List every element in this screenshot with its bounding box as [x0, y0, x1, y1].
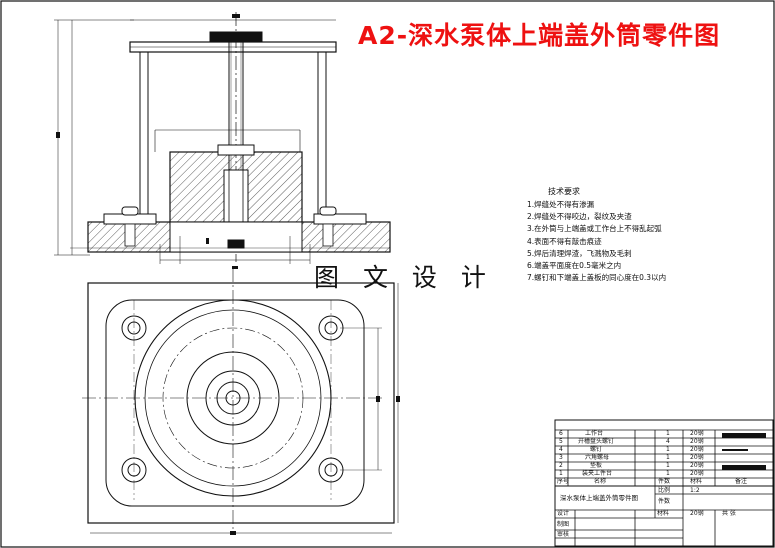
sheet-label: 共 张 — [722, 510, 736, 517]
drawing-name: 深水泵体上端盖外筒零件图 — [560, 494, 638, 502]
pieces-label: 件数 — [658, 498, 671, 505]
part-material: 20钢 — [690, 462, 704, 469]
tech-requirement-item: 7.螺钉和下端盖上盖板的同心度在0.3以内 — [527, 273, 667, 283]
part-no: 3 — [559, 454, 563, 461]
material-label: 材料 — [657, 510, 670, 517]
part-qty: 4 — [666, 438, 670, 445]
part-qty: 1 — [666, 430, 670, 437]
tech-requirement-item: 2.焊缝处不得咬边，裂纹及夹渣 — [527, 212, 632, 222]
tech-requirement-item: 3.在外筒与上端盖或工作台上不得乱起弧 — [527, 224, 662, 234]
hex-nut — [217, 144, 255, 156]
part-no: 6 — [559, 430, 563, 437]
part-material: 20钢 — [690, 446, 704, 453]
part-name: 六角螺母 — [585, 454, 610, 461]
material-value: 20钢 — [690, 510, 704, 517]
tech-requirement-item: 5.焊后清理焊渣，飞溅物及毛刺 — [527, 248, 632, 258]
part-no: 5 — [559, 438, 563, 445]
header-no: 序号 — [557, 478, 570, 485]
top-knob — [209, 31, 263, 43]
watermark-text: 图 文 设 计 — [314, 263, 494, 292]
header-qty: 件数 — [658, 478, 671, 485]
tech-requirement-item: 6.端盖平面度在0.5毫米之内 — [527, 261, 622, 271]
top-view — [82, 268, 400, 535]
drawer-label: 制图 — [557, 521, 570, 528]
scale-value: 1:2 — [690, 487, 700, 494]
part-qty: 1 — [666, 470, 670, 477]
part-name: 开槽盘头螺钉 — [578, 438, 615, 445]
drawing-title: A2-深水泵体上端盖外筒零件图 — [358, 21, 721, 50]
tech-requirement-item: 4.表面不得有敲击痕迹 — [527, 236, 602, 246]
part-name: 工作台 — [585, 430, 604, 437]
part-qty: 1 — [666, 446, 670, 453]
tech-requirement-item: 1.焊缝处不得有渗漏 — [527, 200, 595, 209]
title-block-fills — [722, 433, 766, 470]
part-material: 20钢 — [690, 454, 704, 461]
header-material: 材料 — [690, 478, 703, 485]
tech-requirements-heading: 技术要求 — [548, 187, 580, 196]
part-name: 垫板 — [590, 462, 603, 469]
front-section-view — [54, 12, 391, 269]
part-name: 螺钉 — [590, 446, 603, 453]
pan-head-screw-left — [121, 206, 139, 216]
tech-requirements-list: 1.焊缝处不得有渗漏 2.焊缝处不得咬边，裂纹及夹渣 3.在外筒与上端盖或工作台… — [527, 199, 666, 284]
header-remark: 备注 — [735, 478, 748, 485]
base-plate-outline — [87, 282, 395, 524]
part-qty: 1 — [666, 462, 670, 469]
part-material: 20钢 — [690, 430, 704, 437]
part-material: 20钢 — [690, 470, 704, 477]
part-no: 2 — [559, 462, 563, 469]
checker-label: 审核 — [557, 531, 570, 538]
part-name: 装夹工件台 — [582, 470, 613, 477]
part-material: 20钢 — [690, 438, 704, 445]
part-qty: 1 — [666, 454, 670, 461]
part-no: 4 — [559, 446, 563, 453]
scale-label: 比例 — [658, 487, 671, 494]
part-no: 1 — [559, 470, 563, 477]
pan-head-screw-right — [319, 206, 337, 216]
designer-label: 设计 — [557, 510, 570, 517]
header-name: 名称 — [594, 478, 607, 485]
